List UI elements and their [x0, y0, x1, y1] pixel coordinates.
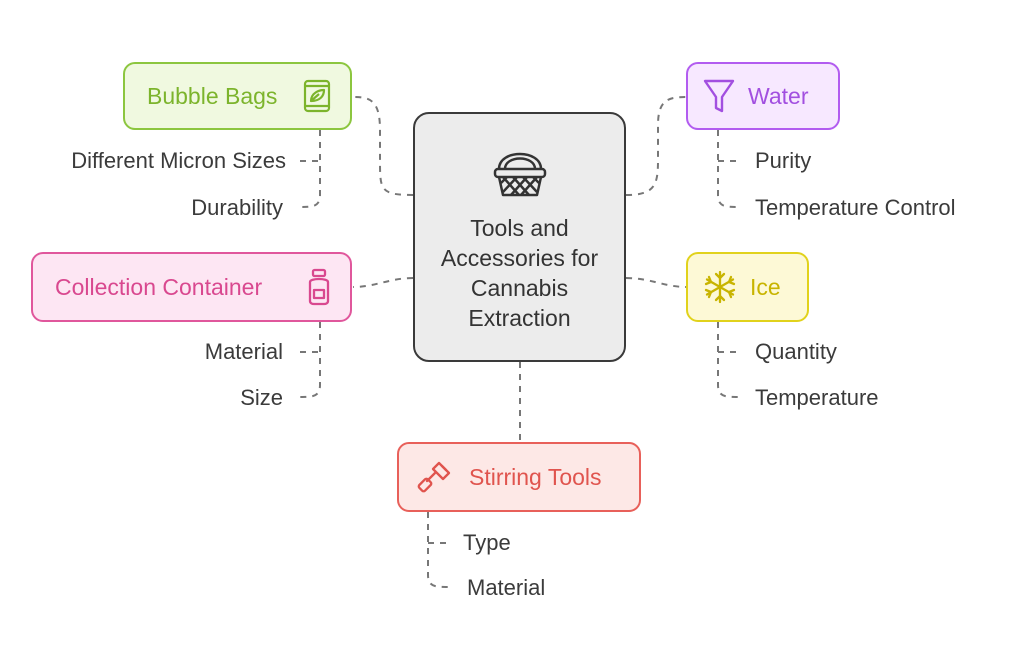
branch-ice: Ice — [686, 252, 809, 322]
branch-water: Water — [686, 62, 840, 130]
bag-leaf-icon — [302, 79, 332, 113]
branch-label: Ice — [750, 273, 781, 300]
leaf-temperature: Temperature — [755, 385, 879, 410]
branch-label: Bubble Bags — [147, 82, 278, 109]
leaf-temperature-control: Temperature Control — [755, 195, 956, 220]
hand-mixer-icon — [417, 459, 453, 495]
branch-label: Collection Container — [55, 273, 263, 300]
leaf-type: Type — [463, 530, 511, 555]
branch-label: Stirring Tools — [469, 463, 602, 490]
leaf-durability: Durability — [191, 195, 283, 220]
basket-icon — [489, 141, 551, 203]
jar-icon — [306, 268, 332, 306]
leaf-material: Material — [204, 339, 283, 364]
snowflake-icon — [702, 269, 738, 305]
branch-label: Water — [748, 82, 809, 109]
leaf-purity: Purity — [755, 148, 812, 173]
branch-collection-container: Collection Container — [31, 252, 352, 322]
branch-stirring-tools: Stirring Tools — [397, 442, 641, 512]
leaf-material-stirring: Material — [467, 575, 546, 600]
leaf-different-micron-sizes: Different Micron Sizes — [71, 148, 286, 173]
branch-bubble-bags: Bubble Bags — [123, 62, 352, 130]
funnel-icon — [702, 77, 736, 115]
central-topic-node: Tools and Accessories for Cannabis Extra… — [413, 112, 626, 362]
central-topic-title: Tools and Accessories for Cannabis Extra… — [440, 215, 599, 331]
leaf-size: Size — [240, 385, 283, 410]
leaf-quantity: Quantity — [755, 339, 837, 364]
